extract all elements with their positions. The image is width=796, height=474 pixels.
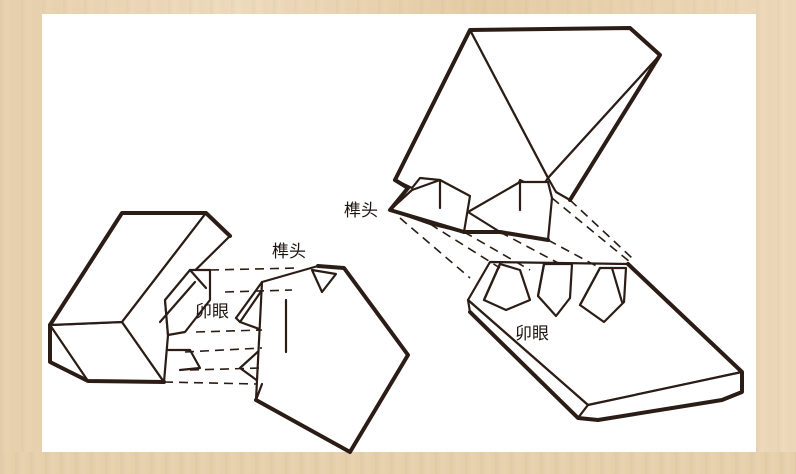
left-tenon-block <box>234 264 410 454</box>
left-mortise-block <box>48 211 232 384</box>
left-alignment-lines <box>163 267 299 385</box>
right-tenon-label: 榫头 <box>344 201 378 221</box>
right-alignment-lines <box>399 197 633 279</box>
right-tenon-block <box>388 26 662 242</box>
wood-background-bottom <box>0 452 796 474</box>
right-mortise-block <box>466 260 744 422</box>
right-mortise-label: 卯眼 <box>515 324 549 344</box>
left-mortise-label: 卯眼 <box>195 302 229 322</box>
left-tenon-label: 榫头 <box>272 242 306 262</box>
